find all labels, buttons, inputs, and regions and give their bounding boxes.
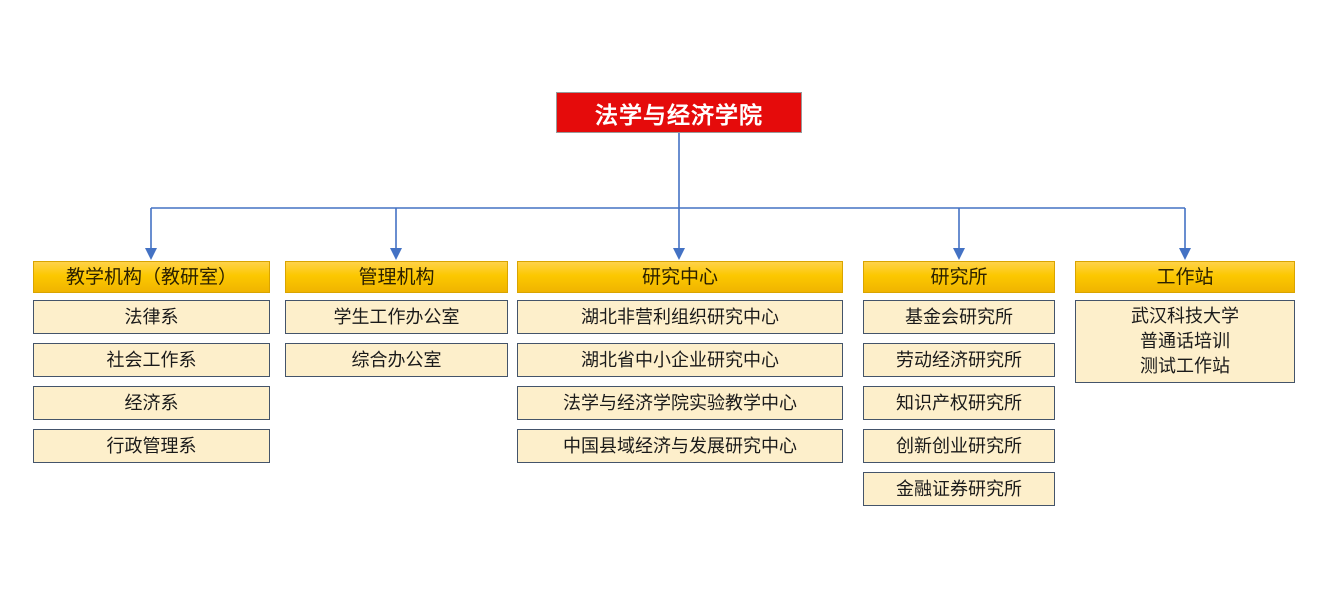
branch-header-administration[interactable]: 管理机构 xyxy=(285,261,508,293)
branch-item[interactable]: 湖北非营利组织研究中心 xyxy=(517,300,843,334)
branch-item-label: 社会工作系 xyxy=(106,349,197,371)
branch-item-label: 湖北省中小企业研究中心 xyxy=(581,349,779,371)
branch-item-label: 武汉科技大学 普通话培训 测试工作站 xyxy=(1131,306,1239,377)
branch-item-label: 行政管理系 xyxy=(106,435,197,457)
branch-item[interactable]: 湖北省中小企业研究中心 xyxy=(517,343,843,377)
branch-item-label: 基金会研究所 xyxy=(905,306,1013,328)
branch-item-label: 知识产权研究所 xyxy=(896,392,1022,414)
branch-item[interactable]: 学生工作办公室 xyxy=(285,300,508,334)
branch-column-workstation: 工作站 武汉科技大学 普通话培训 测试工作站 xyxy=(1075,261,1295,392)
connector-arrow-2 xyxy=(390,248,402,260)
branch-header-label: 管理机构 xyxy=(358,265,435,288)
branch-item[interactable]: 创新创业研究所 xyxy=(863,429,1055,463)
branch-item[interactable]: 社会工作系 xyxy=(33,343,270,377)
branch-header-label: 教学机构（教研室） xyxy=(65,265,237,288)
branch-item[interactable]: 法学与经济学院实验教学中心 xyxy=(517,386,843,420)
branch-item-label: 中国县域经济与发展研究中心 xyxy=(563,435,797,457)
branch-header-workstation[interactable]: 工作站 xyxy=(1075,261,1295,293)
root-node-law-economics-school[interactable]: 法学与经济学院 xyxy=(556,92,802,133)
branch-item-label: 湖北非营利组织研究中心 xyxy=(581,306,779,328)
branch-column-institutes: 研究所 基金会研究所 劳动经济研究所 知识产权研究所 创新创业研究所 金融证券研… xyxy=(863,261,1055,515)
branch-item-label: 金融证券研究所 xyxy=(896,478,1022,500)
branch-column-research-centers: 研究中心 湖北非营利组织研究中心 湖北省中小企业研究中心 法学与经济学院实验教学… xyxy=(517,261,843,472)
branch-item-label: 法律系 xyxy=(124,306,179,328)
branch-header-research-centers[interactable]: 研究中心 xyxy=(517,261,843,293)
branch-header-institutes[interactable]: 研究所 xyxy=(863,261,1055,293)
branch-item[interactable]: 劳动经济研究所 xyxy=(863,343,1055,377)
branch-column-administration: 管理机构 学生工作办公室 综合办公室 xyxy=(285,261,508,386)
root-node-label: 法学与经济学院 xyxy=(595,101,763,129)
branch-item-label: 劳动经济研究所 xyxy=(896,349,1022,371)
branch-item-label: 经济系 xyxy=(124,392,179,414)
connector-arrow-1 xyxy=(145,248,157,260)
connector-arrow-3 xyxy=(673,248,685,260)
branch-item[interactable]: 基金会研究所 xyxy=(863,300,1055,334)
branch-item[interactable]: 经济系 xyxy=(33,386,270,420)
branch-item-label: 创新创业研究所 xyxy=(896,435,1022,457)
branch-header-label: 研究中心 xyxy=(641,265,718,288)
branch-item[interactable]: 综合办公室 xyxy=(285,343,508,377)
branch-item[interactable]: 知识产权研究所 xyxy=(863,386,1055,420)
branch-header-label: 工作站 xyxy=(1156,265,1214,288)
branch-header-teaching[interactable]: 教学机构（教研室） xyxy=(33,261,270,293)
branch-item-label: 法学与经济学院实验教学中心 xyxy=(563,392,797,414)
connector-arrow-4 xyxy=(953,248,965,260)
branch-item[interactable]: 中国县域经济与发展研究中心 xyxy=(517,429,843,463)
branch-item-label: 综合办公室 xyxy=(351,349,442,371)
branch-item[interactable]: 金融证券研究所 xyxy=(863,472,1055,506)
branch-column-teaching: 教学机构（教研室） 法律系 社会工作系 经济系 行政管理系 xyxy=(33,261,270,472)
branch-header-label: 研究所 xyxy=(930,265,988,288)
branch-item[interactable]: 行政管理系 xyxy=(33,429,270,463)
branch-item[interactable]: 法律系 xyxy=(33,300,270,334)
branch-item[interactable]: 武汉科技大学 普通话培训 测试工作站 xyxy=(1075,300,1295,383)
branch-item-label: 学生工作办公室 xyxy=(333,306,460,328)
connector-arrow-5 xyxy=(1179,248,1191,260)
